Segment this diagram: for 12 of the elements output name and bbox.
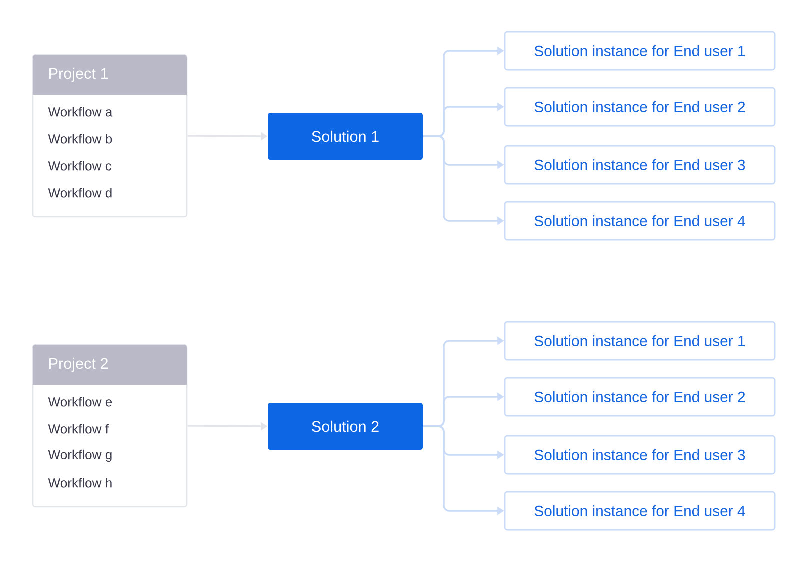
instance-box: Solution instance for End user 2 xyxy=(504,377,776,417)
project-card: Project 1 Workflow a Workflow b Workflow c Workflow d xyxy=(32,54,188,218)
instance-box: Solution instance for End user 1 xyxy=(504,321,776,361)
instance-box: Solution instance for End user 4 xyxy=(504,201,776,241)
instance-box: Solution instance for End user 3 xyxy=(504,145,776,185)
solution-box: Solution 2 xyxy=(268,403,423,450)
instance-box: Solution instance for End user 3 xyxy=(504,435,776,475)
project-card: Project 2 Workflow e Workflow f Workflow g Workflow h xyxy=(32,344,188,508)
instance-box: Solution instance for End user 1 xyxy=(504,31,776,71)
instance-box: Solution instance for End user 4 xyxy=(504,491,776,531)
solution-box: Solution 1 xyxy=(268,113,423,160)
instance-box: Solution instance for End user 2 xyxy=(504,87,776,127)
